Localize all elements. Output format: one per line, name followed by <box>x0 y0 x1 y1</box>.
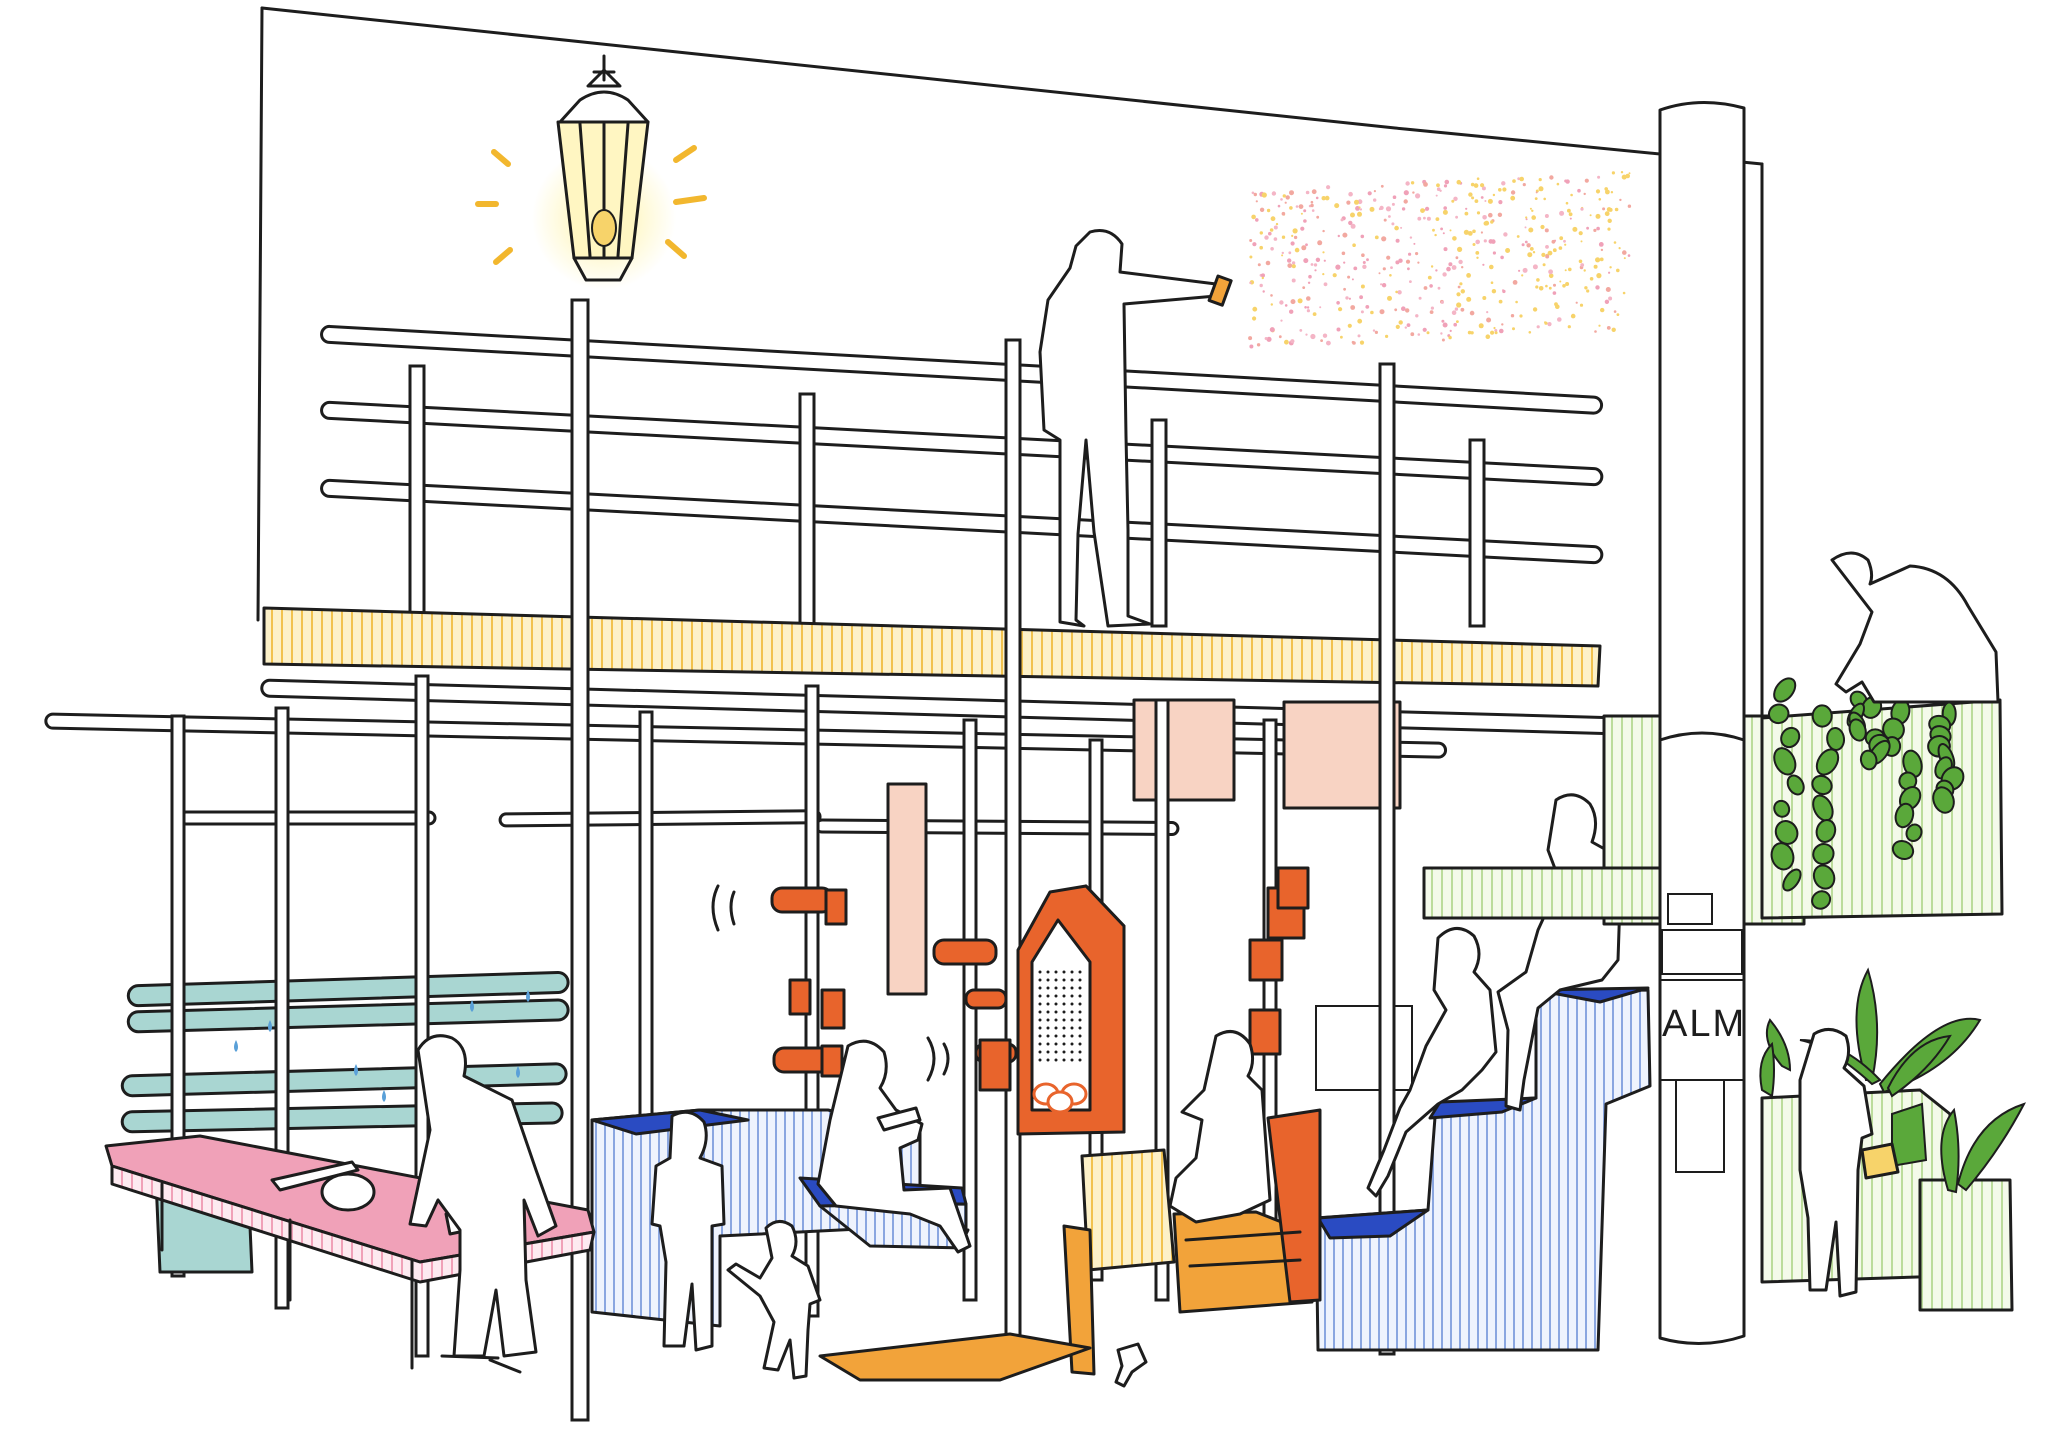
person-seated-armchair <box>1168 1030 1272 1224</box>
person-gardening <box>1830 551 2000 704</box>
person-seated-reading <box>816 1039 972 1254</box>
lamp-rays <box>475 145 707 265</box>
water-drops <box>234 990 530 1102</box>
person-spray-painting <box>1038 229 1233 628</box>
upper-railing <box>320 324 1604 632</box>
birdhouses <box>711 866 1310 1092</box>
pillar: ALM <box>1658 101 1746 1345</box>
back-wall <box>256 6 1764 722</box>
upper-deck-plank <box>260 606 1713 738</box>
pillar-sign-text: ALM <box>1662 1003 1746 1045</box>
children-walking <box>650 1110 822 1380</box>
blue-stepped-structure <box>1314 986 1652 1352</box>
wooden-armchair <box>1080 1108 1322 1314</box>
street-lamp <box>475 54 707 1422</box>
person-woodworking <box>408 1034 558 1374</box>
large-plant <box>1759 967 2027 1194</box>
insect-hotel <box>1016 884 1126 1136</box>
drill-tool <box>1114 1342 1148 1388</box>
child-watering <box>1798 1028 1900 1298</box>
ivy-leaves <box>1767 677 1965 910</box>
loose-planks <box>818 1224 1096 1382</box>
lower-scaffold-tubes <box>44 712 1448 836</box>
spray-paint-cloud <box>1248 171 1632 349</box>
